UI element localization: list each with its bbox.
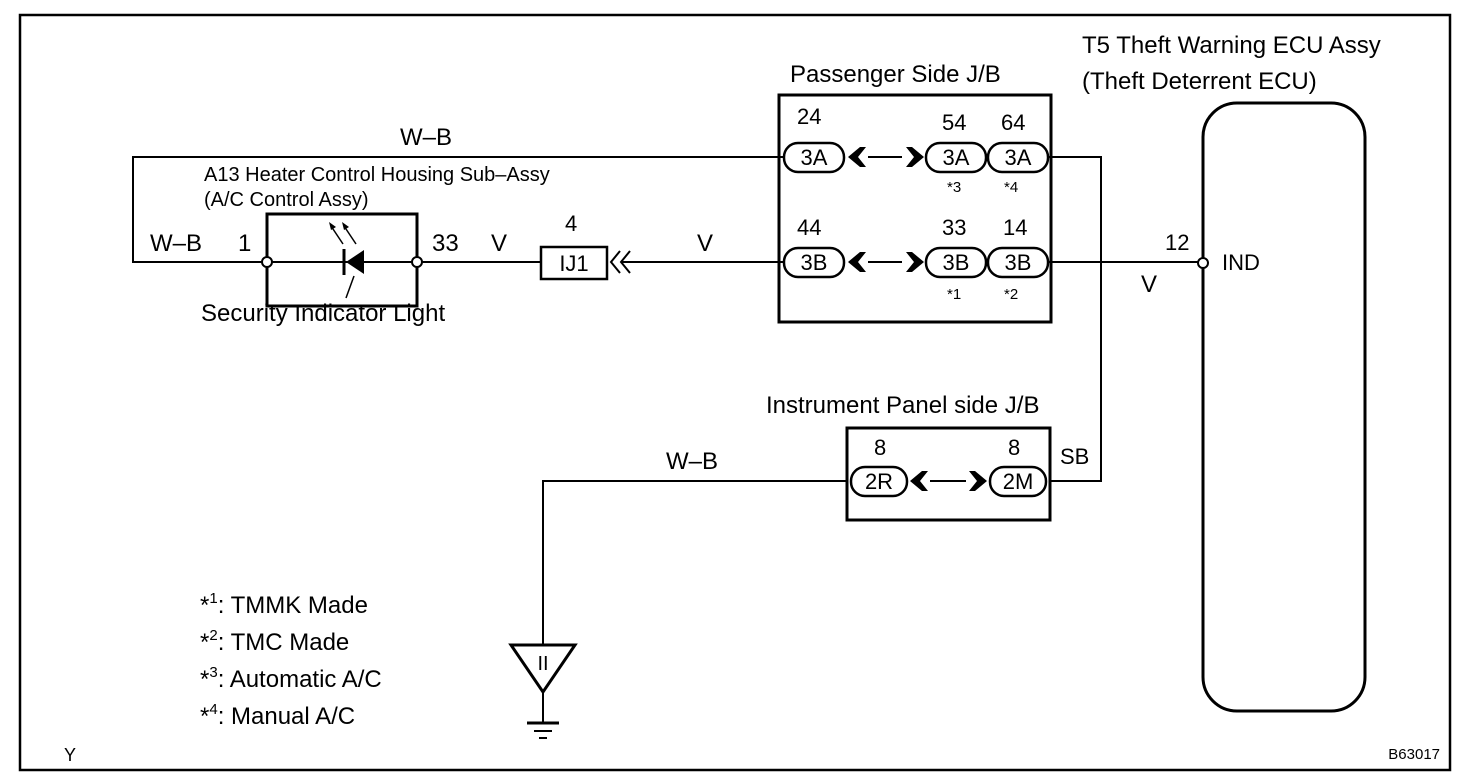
connector-3a-label-2: 3A [943, 145, 970, 170]
note-mark-4: *4 [1004, 179, 1018, 196]
footnote-text: : TMMK Made [218, 592, 368, 619]
light-leader [345, 275, 355, 299]
footnote-text: : Automatic A/C [218, 666, 382, 693]
wire-sb [1048, 156, 1102, 482]
ecu-body [1201, 101, 1367, 713]
note-mark-1: *1 [947, 286, 961, 303]
wire-label-sb: SB [1060, 444, 1089, 469]
note-mark-3: *3 [947, 179, 961, 196]
arrow-right-icon [969, 471, 987, 491]
footnote-mark: * [200, 629, 209, 656]
connector-3a-pill-2 [924, 141, 988, 174]
wires: W–B W–B V V V SB W–B [132, 124, 1198, 722]
led-icon [329, 222, 364, 275]
wire-label-wb-top: W–B [400, 124, 452, 151]
heater-terminal-left [261, 256, 273, 268]
wire-label-v-ij1: V [697, 230, 713, 257]
heater-title-line1: A13 Heater Control Housing Sub–Assy [204, 164, 550, 186]
chevron-left-icon [609, 250, 621, 274]
footnotes: *1: TMMK Made *2: TMC Made *3: Automatic… [200, 590, 382, 730]
theft-warning-ecu: T5 Theft Warning ECU Assy (Theft Deterre… [1082, 32, 1381, 713]
connector-3b-label-2: 3B [943, 250, 970, 275]
ground-label: II [537, 653, 548, 675]
arrow-left-icon [910, 471, 928, 491]
passenger-jb-box [777, 93, 1053, 324]
heater-title-line2: (A/C Control Assy) [204, 189, 368, 211]
ecu-pin-number: 12 [1165, 230, 1189, 255]
jb-pin-33: 33 [942, 215, 966, 240]
jb-pin-64: 64 [1001, 110, 1025, 135]
connector-3a-label: 3A [801, 145, 828, 170]
connector-2r-pill [849, 465, 909, 498]
wire-label-v-heater: V [491, 230, 507, 257]
footnote-sup: 4 [209, 701, 217, 718]
wire-label-wb-left: W–B [150, 230, 202, 257]
connector-2r-label: 2R [865, 469, 893, 494]
ecu-pin-name: IND [1222, 250, 1260, 275]
footnote-text: : Manual A/C [218, 703, 355, 730]
heater-box [265, 212, 419, 308]
ij1-connector: 4 IJ1 [539, 211, 631, 281]
connector-3b-label: 3B [801, 250, 828, 275]
footnote-mark: * [200, 703, 209, 730]
note-mark-2: *2 [1004, 286, 1018, 303]
footnote-4: *4: Manual A/C [200, 701, 355, 730]
ij1-pin: 4 [565, 211, 577, 236]
ip-jb-title: Instrument Panel side J/B [766, 392, 1039, 419]
arrow-left-icon [848, 252, 866, 272]
wire-wb-ground [542, 480, 847, 645]
heater-control-housing: A13 Heater Control Housing Sub–Assy (A/C… [201, 164, 550, 327]
chevron-left-icon [619, 250, 631, 274]
passenger-jb-title: Passenger Side J/B [790, 61, 1001, 88]
arrow-right-icon [906, 252, 924, 272]
heater-terminal-right [411, 256, 423, 268]
security-indicator-label: Security Indicator Light [201, 300, 445, 327]
jb-pin-24: 24 [797, 104, 821, 129]
ecu-terminal [1197, 257, 1209, 269]
connector-2m-label: 2M [1003, 469, 1034, 494]
instrument-panel-jb: Instrument Panel side J/B 8 8 2R 2M [766, 392, 1052, 522]
heater-pin-left: 1 [238, 230, 251, 257]
ground-point: II [508, 643, 578, 739]
ground-triangle [508, 643, 578, 695]
corner-label: Y [64, 745, 76, 765]
ecu-title-line2: (Theft Deterrent ECU) [1082, 68, 1317, 95]
footnote-mark: * [200, 666, 209, 693]
connector-3b-label-3: 3B [1005, 250, 1032, 275]
footnote-1: *1: TMMK Made [200, 590, 368, 619]
connector-3b-pill-2 [924, 246, 988, 279]
ij1-box [539, 245, 609, 281]
figure-code: B63017 [1388, 746, 1440, 763]
ij1-label: IJ1 [559, 251, 588, 276]
connector-3a-label-3: 3A [1005, 145, 1032, 170]
wire-wb-top [132, 156, 784, 263]
footnote-sup: 2 [209, 627, 217, 644]
footnote-mark: * [200, 592, 209, 619]
footnote-text: : TMC Made [218, 629, 350, 656]
jb-pin-14: 14 [1003, 215, 1027, 240]
footnote-sup: 1 [209, 590, 217, 607]
heater-pin-right: 33 [432, 230, 459, 257]
wire-label-wb-ground: W–B [666, 448, 718, 475]
ip-jb-pin-left: 8 [874, 435, 886, 460]
wire-label-v-ecu: V [1141, 271, 1157, 298]
jb-pin-44: 44 [797, 215, 821, 240]
ecu-title-line1: T5 Theft Warning ECU Assy [1082, 32, 1381, 59]
connector-2m-pill [988, 465, 1048, 498]
jb-pin-54: 54 [942, 110, 966, 135]
footnote-3: *3: Automatic A/C [200, 664, 382, 693]
ip-jb-pin-right: 8 [1008, 435, 1020, 460]
arrow-right-icon [906, 147, 924, 167]
footnote-sup: 3 [209, 664, 217, 681]
arrow-left-icon [848, 147, 866, 167]
passenger-side-jb: Passenger Side J/B 24 54 64 3A 3A 3A *3 … [777, 61, 1053, 324]
footnote-2: *2: TMC Made [200, 627, 349, 656]
